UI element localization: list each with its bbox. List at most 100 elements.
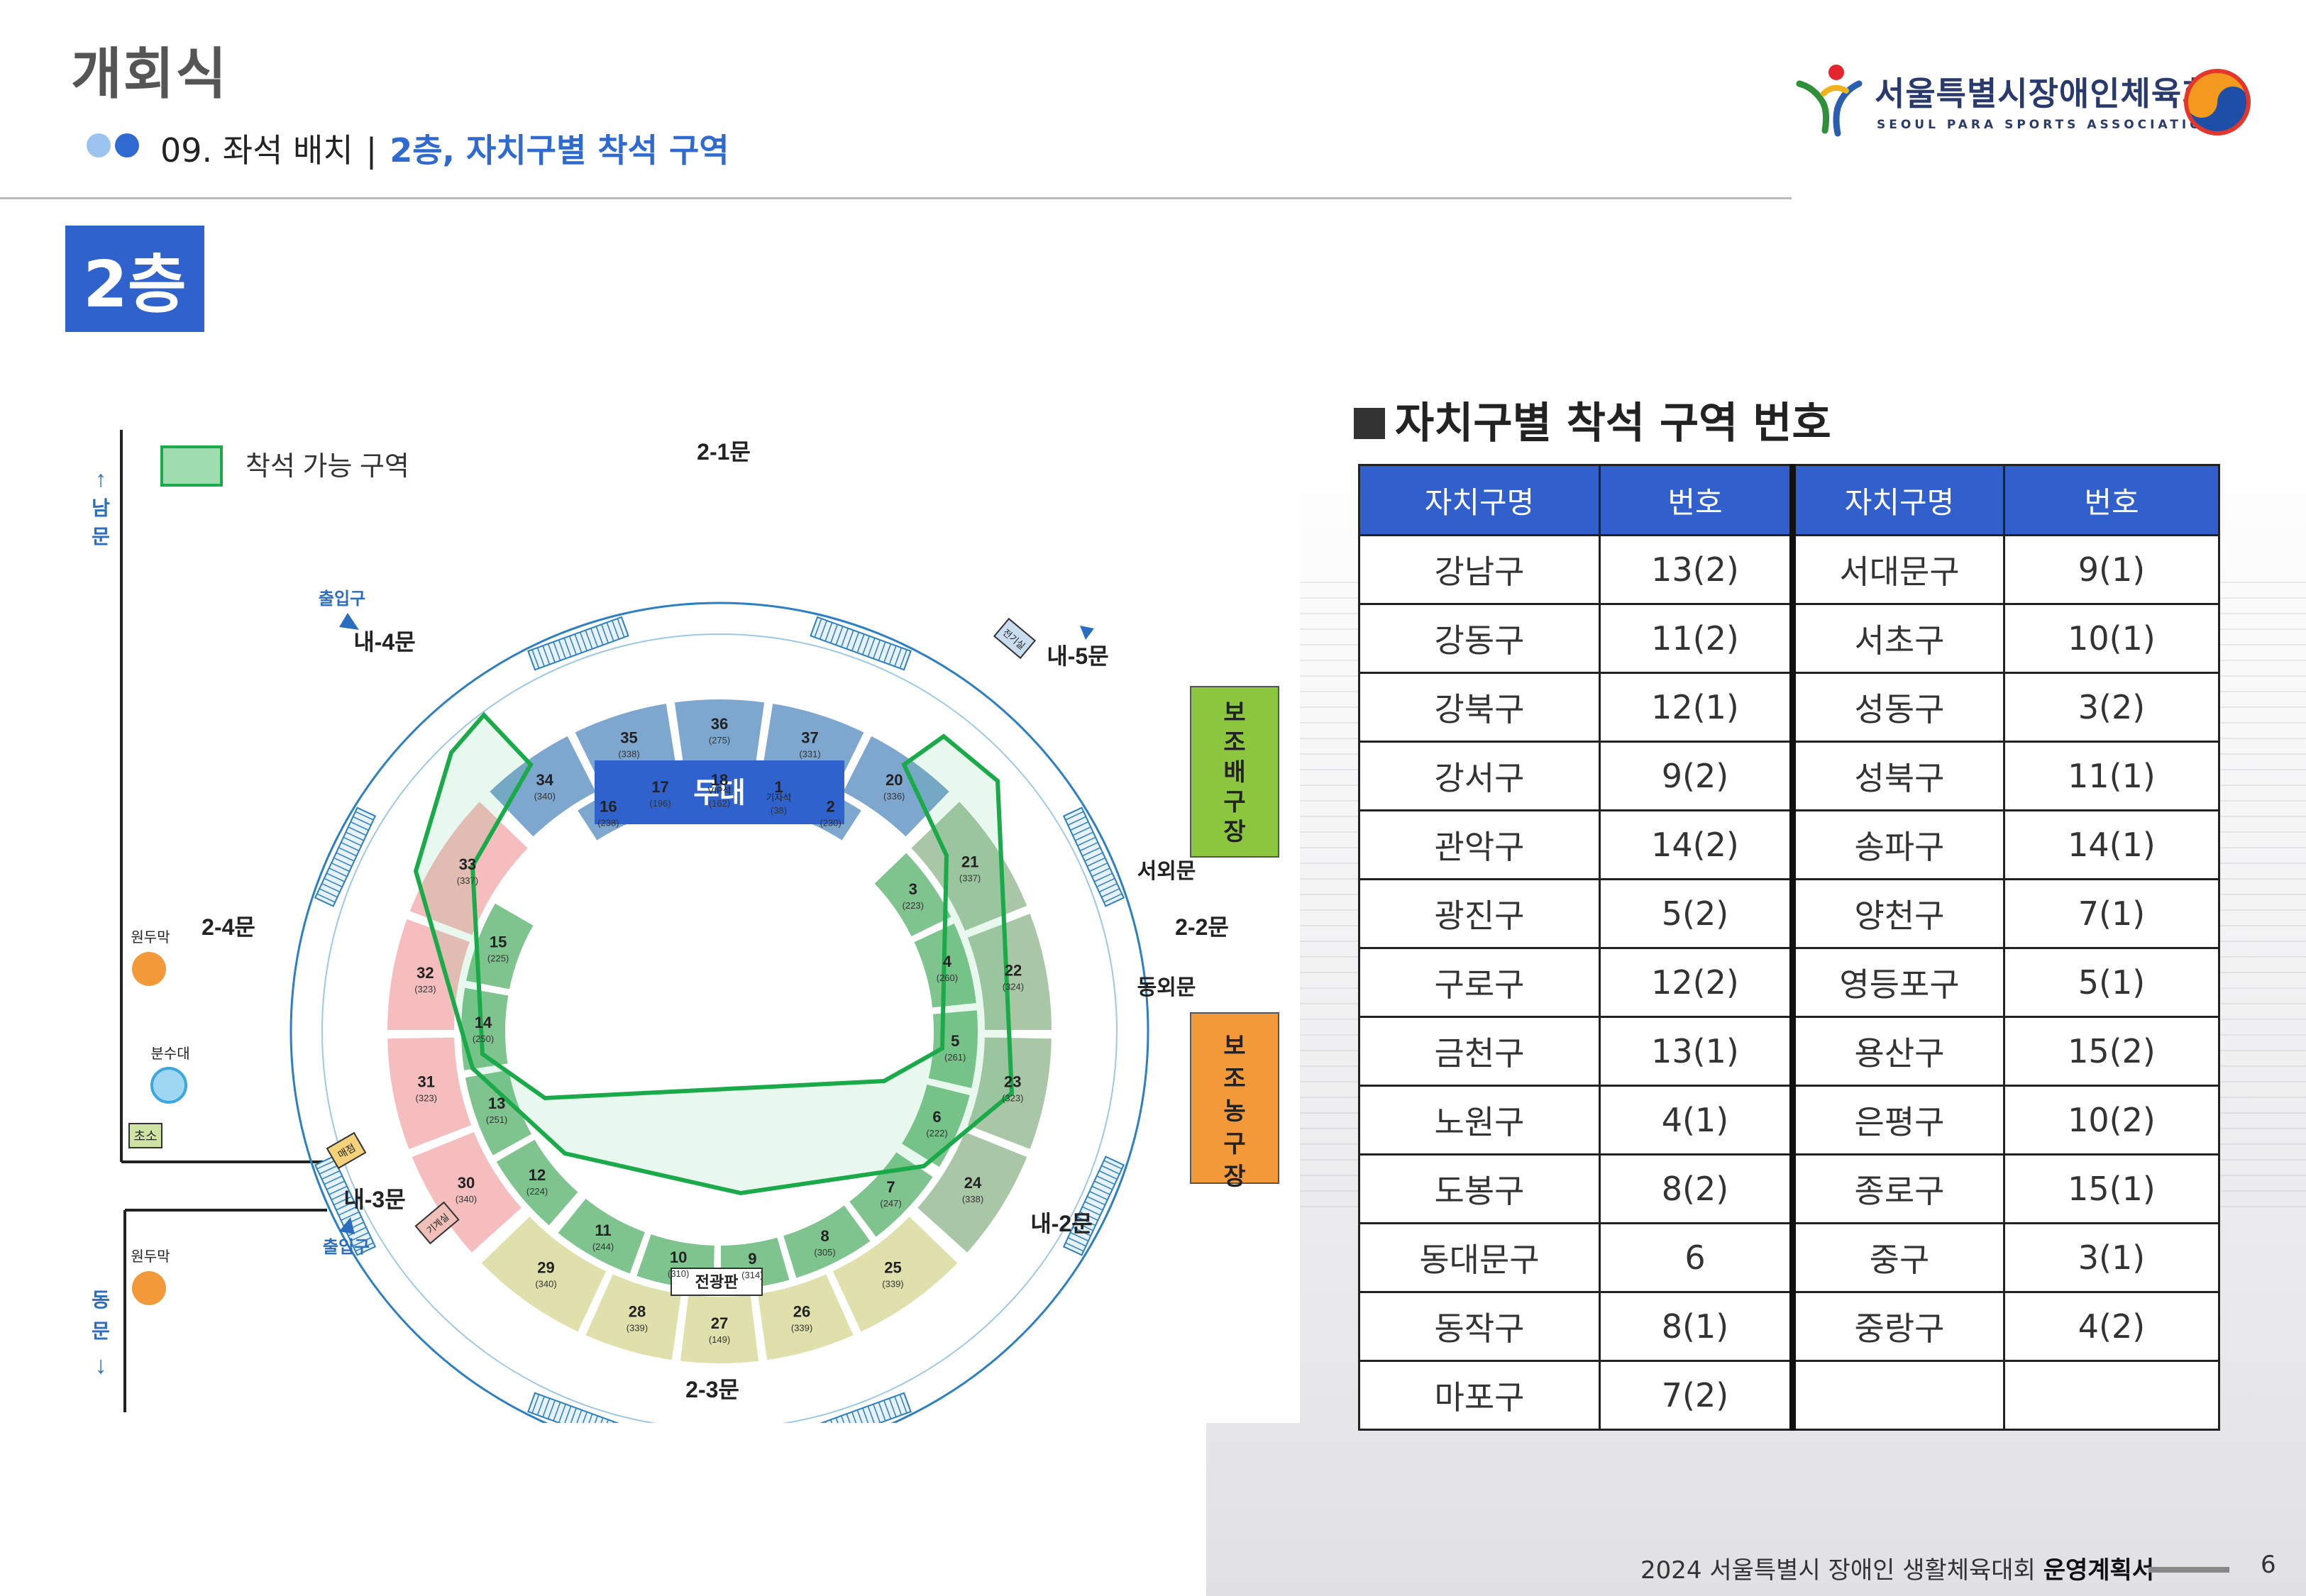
section-number: 3: [909, 880, 917, 898]
section-number: 15: [490, 933, 507, 951]
section-number: 23: [1004, 1073, 1021, 1090]
section-number: 21: [961, 853, 978, 871]
section-number: 11: [595, 1221, 611, 1239]
seat-section-11: [553, 1195, 649, 1278]
section-number: 20: [886, 771, 903, 789]
stadium-seating-map: 무대 착석 가능 구역 ↑ 남 문 동 문 ↓ 2-1문 2-2문 2-3문 2…: [54, 430, 1300, 1461]
entrance-arrow-icon: [339, 613, 359, 630]
section-number-cell: 3(1): [2003, 1222, 2220, 1293]
dome-label: 원두막: [131, 929, 170, 946]
section-number-cell: [2003, 1360, 2220, 1431]
section-seat-count: (340): [535, 1279, 556, 1290]
vertical-label-char: 구: [1223, 789, 1245, 816]
gate-inner-3: 내-3문: [343, 1187, 405, 1212]
section-number: 18: [711, 771, 728, 789]
seat-section-12: [492, 1136, 583, 1230]
section-seat-count: (337): [959, 873, 981, 884]
south-gate-label-1: 남: [92, 497, 110, 519]
floor-badge: 2층: [65, 226, 204, 332]
district-name-cell: 구로구: [1358, 947, 1601, 1018]
section-seat-count: (247): [880, 1198, 901, 1209]
page-title: 개회식: [71, 43, 228, 106]
district-name-cell: 성북구: [1789, 741, 2005, 811]
district-name-cell: 용산구: [1789, 1016, 2005, 1087]
seat-section-22: [964, 909, 1055, 1033]
vertical-label-char: 보: [1223, 699, 1245, 726]
section-seat-count: (305): [814, 1247, 835, 1258]
section-number-cell: 14(2): [1599, 809, 1794, 880]
seat-section-14: [458, 985, 512, 1074]
section-number: 32: [416, 964, 434, 982]
section-number: 8: [820, 1227, 829, 1245]
section-number: 27: [711, 1314, 728, 1332]
gate-inner-5: 내-5문: [1047, 643, 1108, 669]
section-number-cell: 3(2): [2003, 672, 2220, 743]
section-number-cell: 7(2): [1599, 1360, 1794, 1431]
section-number-cell: 4(2): [2003, 1291, 2220, 1362]
section-number-cell: 5(2): [1599, 878, 1794, 949]
table-header-row: 자치구명 번호 자치구명 번호: [1358, 464, 2220, 536]
column-header: 번호: [1599, 464, 1794, 536]
section-number-cell: 6: [1599, 1222, 1794, 1293]
subsection-label: 2층, 자치구별 착석 구역: [390, 131, 729, 170]
section-number-cell: 7(1): [2003, 878, 2220, 949]
vertical-label-char: 조: [1223, 1065, 1245, 1092]
section-number: 2: [827, 798, 835, 816]
header-divider: [0, 197, 1792, 199]
seat-section-33: [406, 797, 532, 939]
west-outer-gate: 서외문: [1137, 860, 1196, 883]
district-name-cell: 동대문구: [1358, 1222, 1601, 1293]
district-name-cell: 서대문구: [1789, 534, 2005, 605]
district-name-cell: 은평구: [1789, 1085, 2005, 1156]
section-number: 22: [1005, 961, 1022, 979]
section-number: 16: [600, 798, 617, 816]
section-number-cell: 9(2): [1599, 741, 1794, 811]
section-number: 1: [774, 778, 783, 796]
east-gate-label-1: 동: [92, 1289, 110, 1311]
section-label: 09. 좌석 배치: [160, 131, 353, 170]
vertical-label-char: 장: [1223, 819, 1245, 846]
gate-inner-4: 내-4문: [353, 629, 415, 655]
section-seat-count: (323): [1002, 1092, 1023, 1103]
section-seat-count: (323): [414, 984, 436, 994]
district-name-cell: 도봉구: [1358, 1153, 1601, 1224]
section-number: 25: [884, 1259, 901, 1277]
dome-icon: [132, 952, 166, 986]
section-number: 10: [670, 1248, 687, 1266]
section-number: 36: [711, 715, 728, 733]
section-number-cell: 15(1): [2003, 1153, 2220, 1224]
section-seat-count: (340): [534, 791, 556, 802]
district-name-cell: 영등포구: [1789, 947, 2005, 1018]
entrance-label: 출입구: [323, 1238, 370, 1257]
seat-section-21: [907, 797, 1031, 935]
section-number: 29: [537, 1259, 554, 1277]
stage-label: 무대: [693, 777, 746, 809]
section-number: 26: [793, 1303, 810, 1321]
gate-2-4: 2-4문: [202, 914, 255, 940]
section-seat-count: (251): [486, 1114, 507, 1125]
footer-bar: [2148, 1567, 2229, 1573]
section-seat-count: (225): [487, 953, 509, 963]
org-name-english: SEOUL PARA SPORTS ASSOCIATION: [1877, 118, 2217, 132]
seat-section-13: [462, 1066, 536, 1160]
section-seat-count: (338): [962, 1194, 983, 1204]
legend-label: 착석 가능 구역: [246, 452, 409, 482]
entrance-arrow-icon: [339, 1217, 355, 1234]
seat-section-34: [485, 732, 600, 841]
section-number-cell: 11(2): [1599, 603, 1794, 674]
section-number: 28: [629, 1303, 646, 1321]
south-gate-label-2: 문: [92, 526, 110, 548]
vertical-label-char: 보: [1223, 1033, 1245, 1060]
vip-label: VIP석: [708, 785, 732, 796]
taeguk-emblem-icon: [2184, 69, 2251, 135]
